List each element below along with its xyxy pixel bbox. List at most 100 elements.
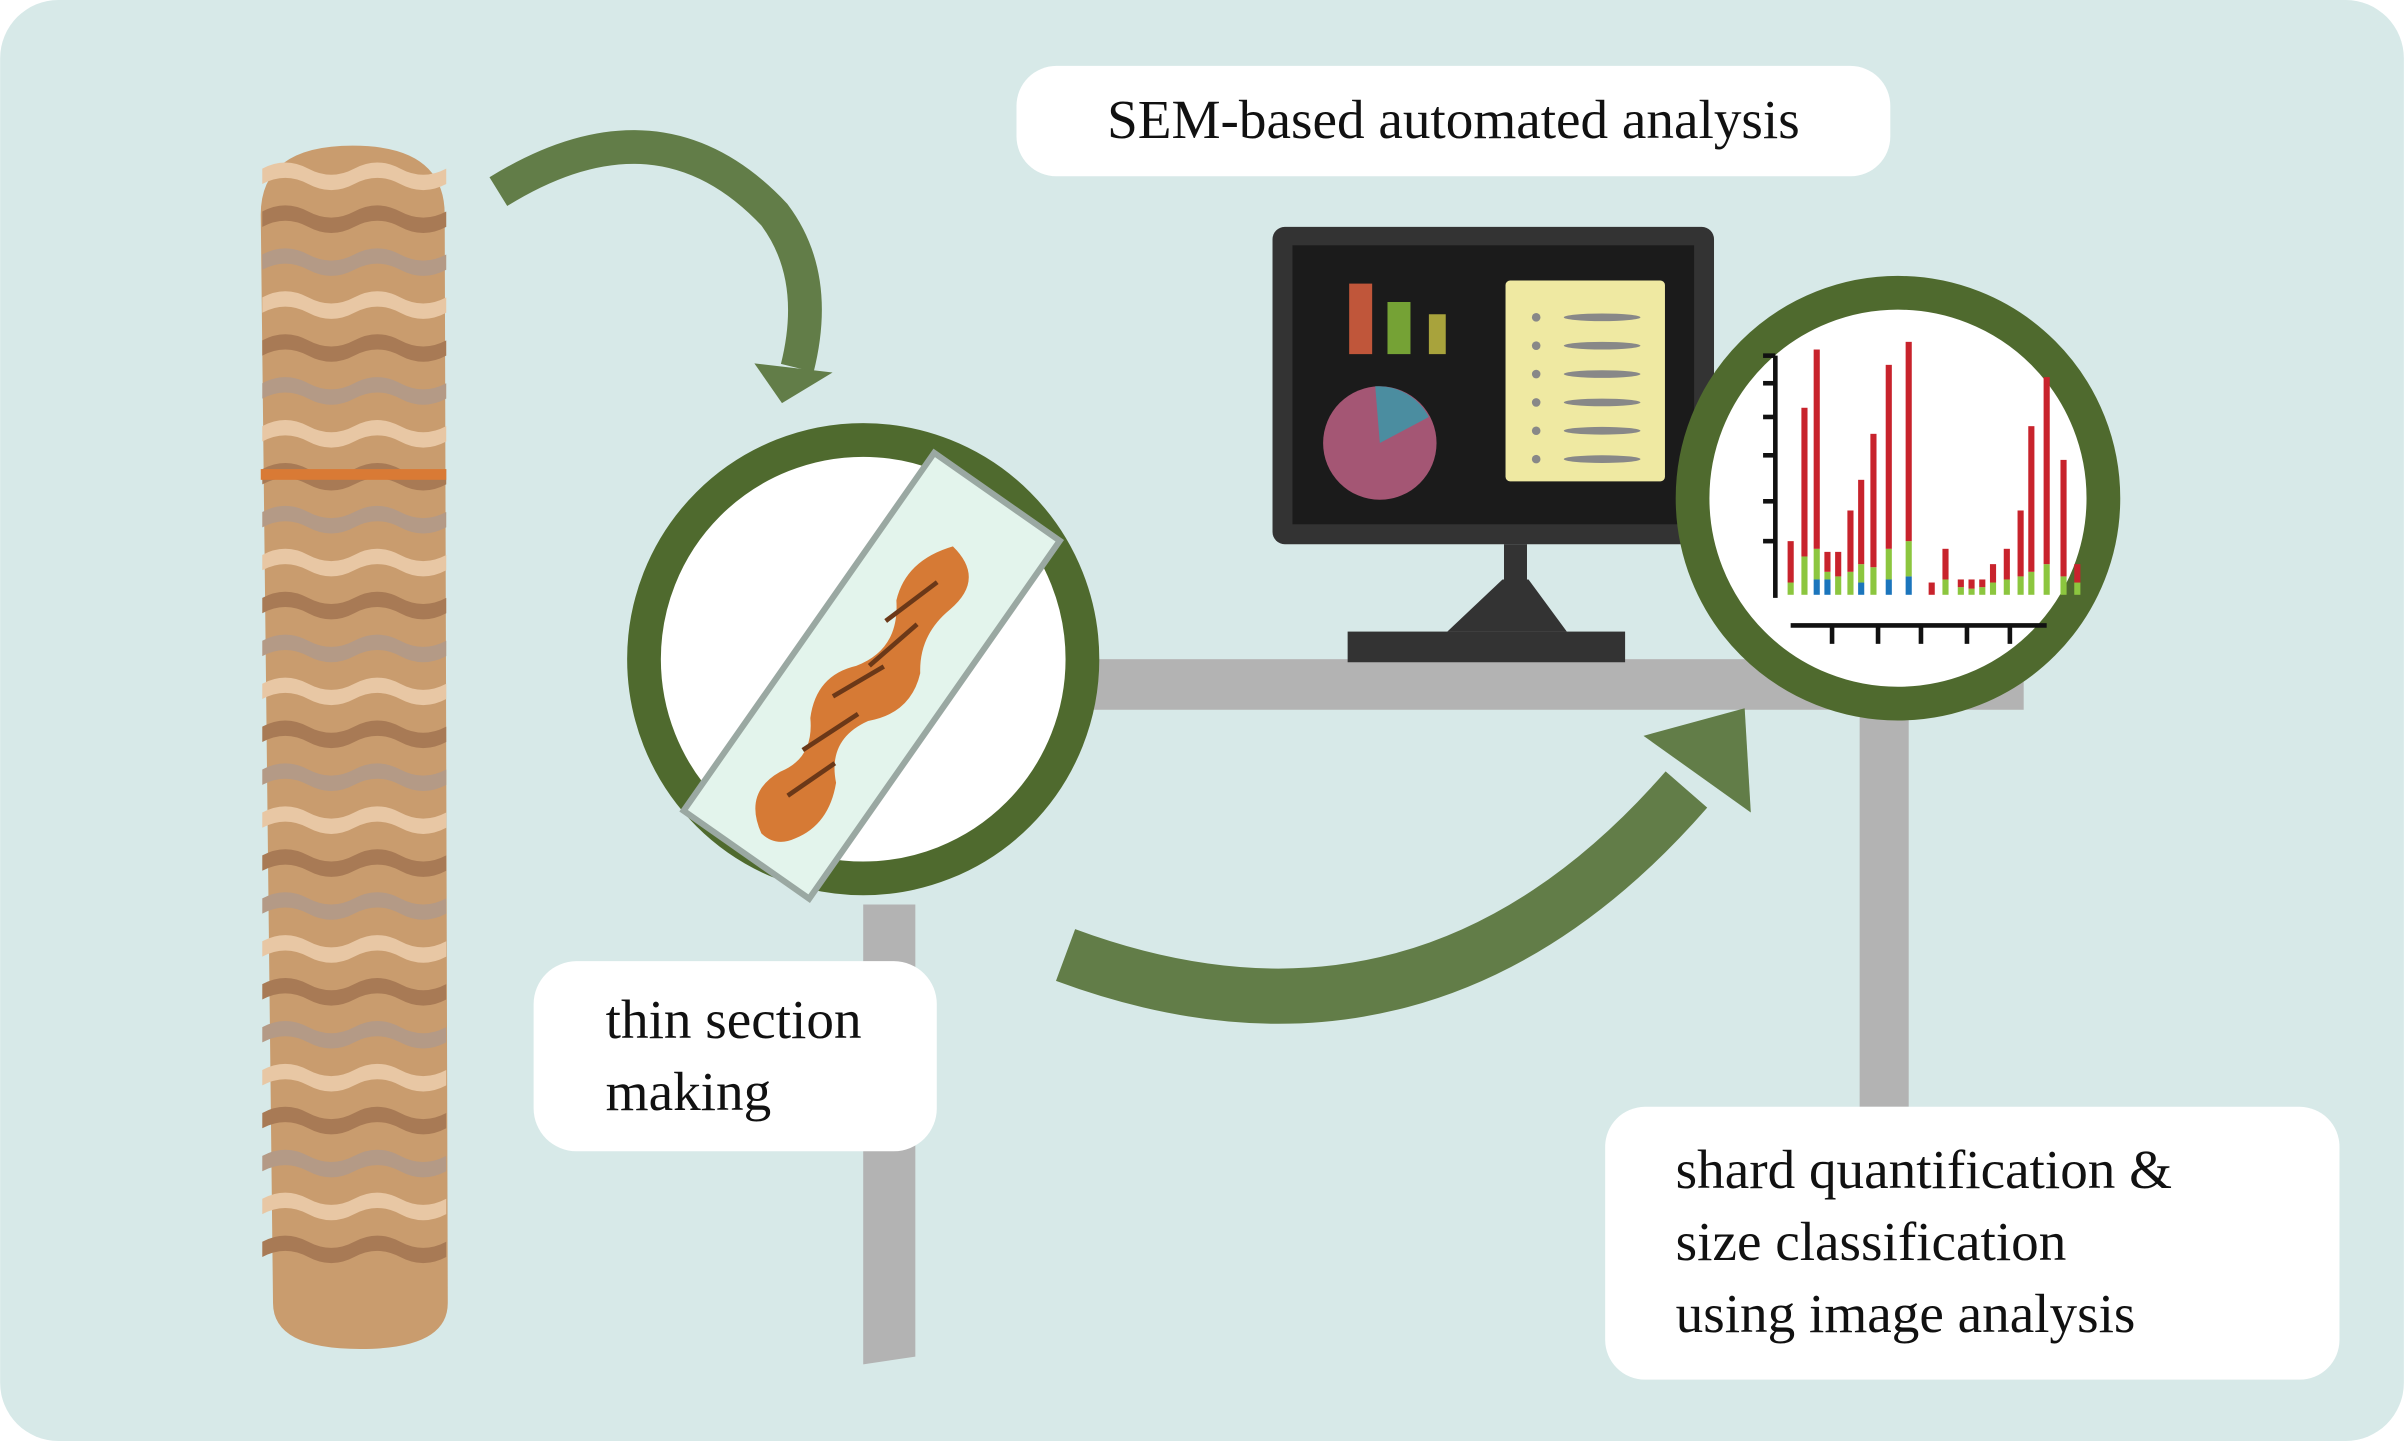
core-band: [262, 935, 447, 963]
core-band: [262, 291, 447, 319]
histogram-bar: [2017, 510, 2024, 577]
histogram-bar: [1801, 556, 1808, 595]
histogram-bar: [1835, 576, 1842, 595]
core-band: [262, 763, 447, 792]
histogram-bar: [1824, 551, 1831, 572]
core-band: [262, 1106, 447, 1135]
histogram-bar: [1813, 579, 1820, 595]
bullet-icon: [1531, 341, 1541, 350]
histogram-bar: [1787, 582, 1794, 595]
core-band: [262, 806, 447, 834]
histogram-bar: [2003, 579, 2010, 595]
bullet-icon: [1531, 454, 1541, 464]
histogram-bar: [1870, 567, 1877, 595]
text-line: [1563, 455, 1641, 463]
text-line: [1563, 370, 1641, 378]
sediment-core-icon: [260, 145, 448, 1350]
histogram-bar: [1905, 576, 1912, 595]
thin-section-label-line1: thin section: [606, 989, 862, 1050]
arrow-core-to-thin-section: [489, 130, 833, 404]
core-band: [262, 1235, 447, 1264]
shard-label-box: shard quantification & size classificati…: [1605, 1106, 2340, 1380]
histogram-bar: [1835, 551, 1842, 577]
core-band: [262, 1020, 447, 1049]
text-line: [1563, 398, 1641, 407]
histogram-bar: [1957, 587, 1964, 595]
histogram-bar: [2028, 426, 2035, 572]
core-band: [262, 591, 447, 620]
histogram-bar: [1905, 341, 1912, 542]
arrow-thin-section-to-analysis: [1055, 708, 1751, 1024]
thin-section-label-box: thin section making: [533, 961, 937, 1152]
histogram-bar: [2043, 377, 2050, 565]
histogram-bar: [1989, 582, 1997, 595]
histogram-bar: [2060, 576, 2067, 595]
histogram-bar: [2017, 576, 2024, 595]
core-band: [262, 377, 447, 405]
histogram-bar: [1979, 587, 1986, 595]
histogram-bar: [2043, 564, 2050, 595]
core-band: [262, 505, 447, 534]
core-band: [262, 1149, 447, 1178]
histogram-bar: [1824, 579, 1831, 595]
bullet-icon: [1531, 426, 1541, 436]
text-line: [1563, 426, 1641, 435]
histogram-bar: [1870, 433, 1877, 568]
histogram-bar: [1787, 541, 1794, 583]
core-band: [262, 205, 447, 234]
shard-label-line1: shard quantification &: [1676, 1139, 2172, 1200]
histogram-bar: [1858, 564, 1865, 583]
histogram-bar: [1942, 579, 1949, 595]
histogram-bar: [1847, 510, 1854, 572]
text-line: [1563, 341, 1641, 350]
thin-section-label-line2: making: [606, 1061, 772, 1122]
core-band: [262, 978, 447, 1006]
histogram-bar: [1928, 582, 1935, 595]
histogram-bar: [1858, 582, 1865, 595]
histogram-bar: [1824, 571, 1831, 580]
computer-monitor-icon: [1272, 226, 1715, 663]
histogram-bar: [1968, 588, 1975, 595]
core-band: [262, 1063, 447, 1092]
core-band: [262, 720, 447, 749]
histogram-bar: [1801, 407, 1808, 557]
histogram-bar: [1968, 579, 1975, 589]
histogram-bar: [1942, 548, 1949, 580]
histogram-bar: [2003, 548, 2010, 580]
core-band: [262, 548, 447, 577]
core-band: [262, 1192, 447, 1221]
bullet-icon: [1531, 313, 1541, 322]
histogram-bar: [1979, 579, 1986, 588]
thin-section-magnifier: [627, 423, 1100, 903]
histogram-bar: [1885, 364, 1892, 549]
histogram-bar: [1885, 548, 1892, 580]
core-band: [262, 420, 447, 448]
sem-label: SEM-based automated analysis: [1107, 89, 1800, 150]
histogram-bar: [1989, 564, 1997, 583]
core-band: [262, 248, 447, 276]
shard-label-line3: using image analysis: [1676, 1283, 2136, 1344]
histogram-bar: [2074, 582, 2081, 595]
core-band: [262, 634, 447, 663]
sem-label-box: SEM-based automated analysis: [1016, 65, 1891, 177]
histogram-bar: [1813, 349, 1820, 549]
core-band: [262, 162, 447, 191]
histogram-bar: [1813, 548, 1820, 580]
histogram-bar: [2060, 459, 2067, 577]
core-band: [262, 892, 447, 920]
text-line: [1563, 313, 1641, 322]
analysis-magnifier: [1675, 275, 2121, 721]
bullet-icon: [1531, 369, 1541, 379]
histogram-bar: [2028, 571, 2035, 595]
core-band: [262, 334, 447, 362]
shard-label-line2: size classification: [1676, 1211, 2067, 1272]
core-band: [262, 849, 447, 877]
histogram-bar: [2074, 564, 2081, 583]
histogram-bar: [1905, 541, 1912, 577]
bullet-icon: [1531, 398, 1541, 407]
histogram-bar: [1957, 579, 1964, 588]
histogram-bar: [1885, 579, 1892, 595]
histogram-bar: [1858, 479, 1865, 565]
histogram-bar: [1847, 571, 1854, 595]
